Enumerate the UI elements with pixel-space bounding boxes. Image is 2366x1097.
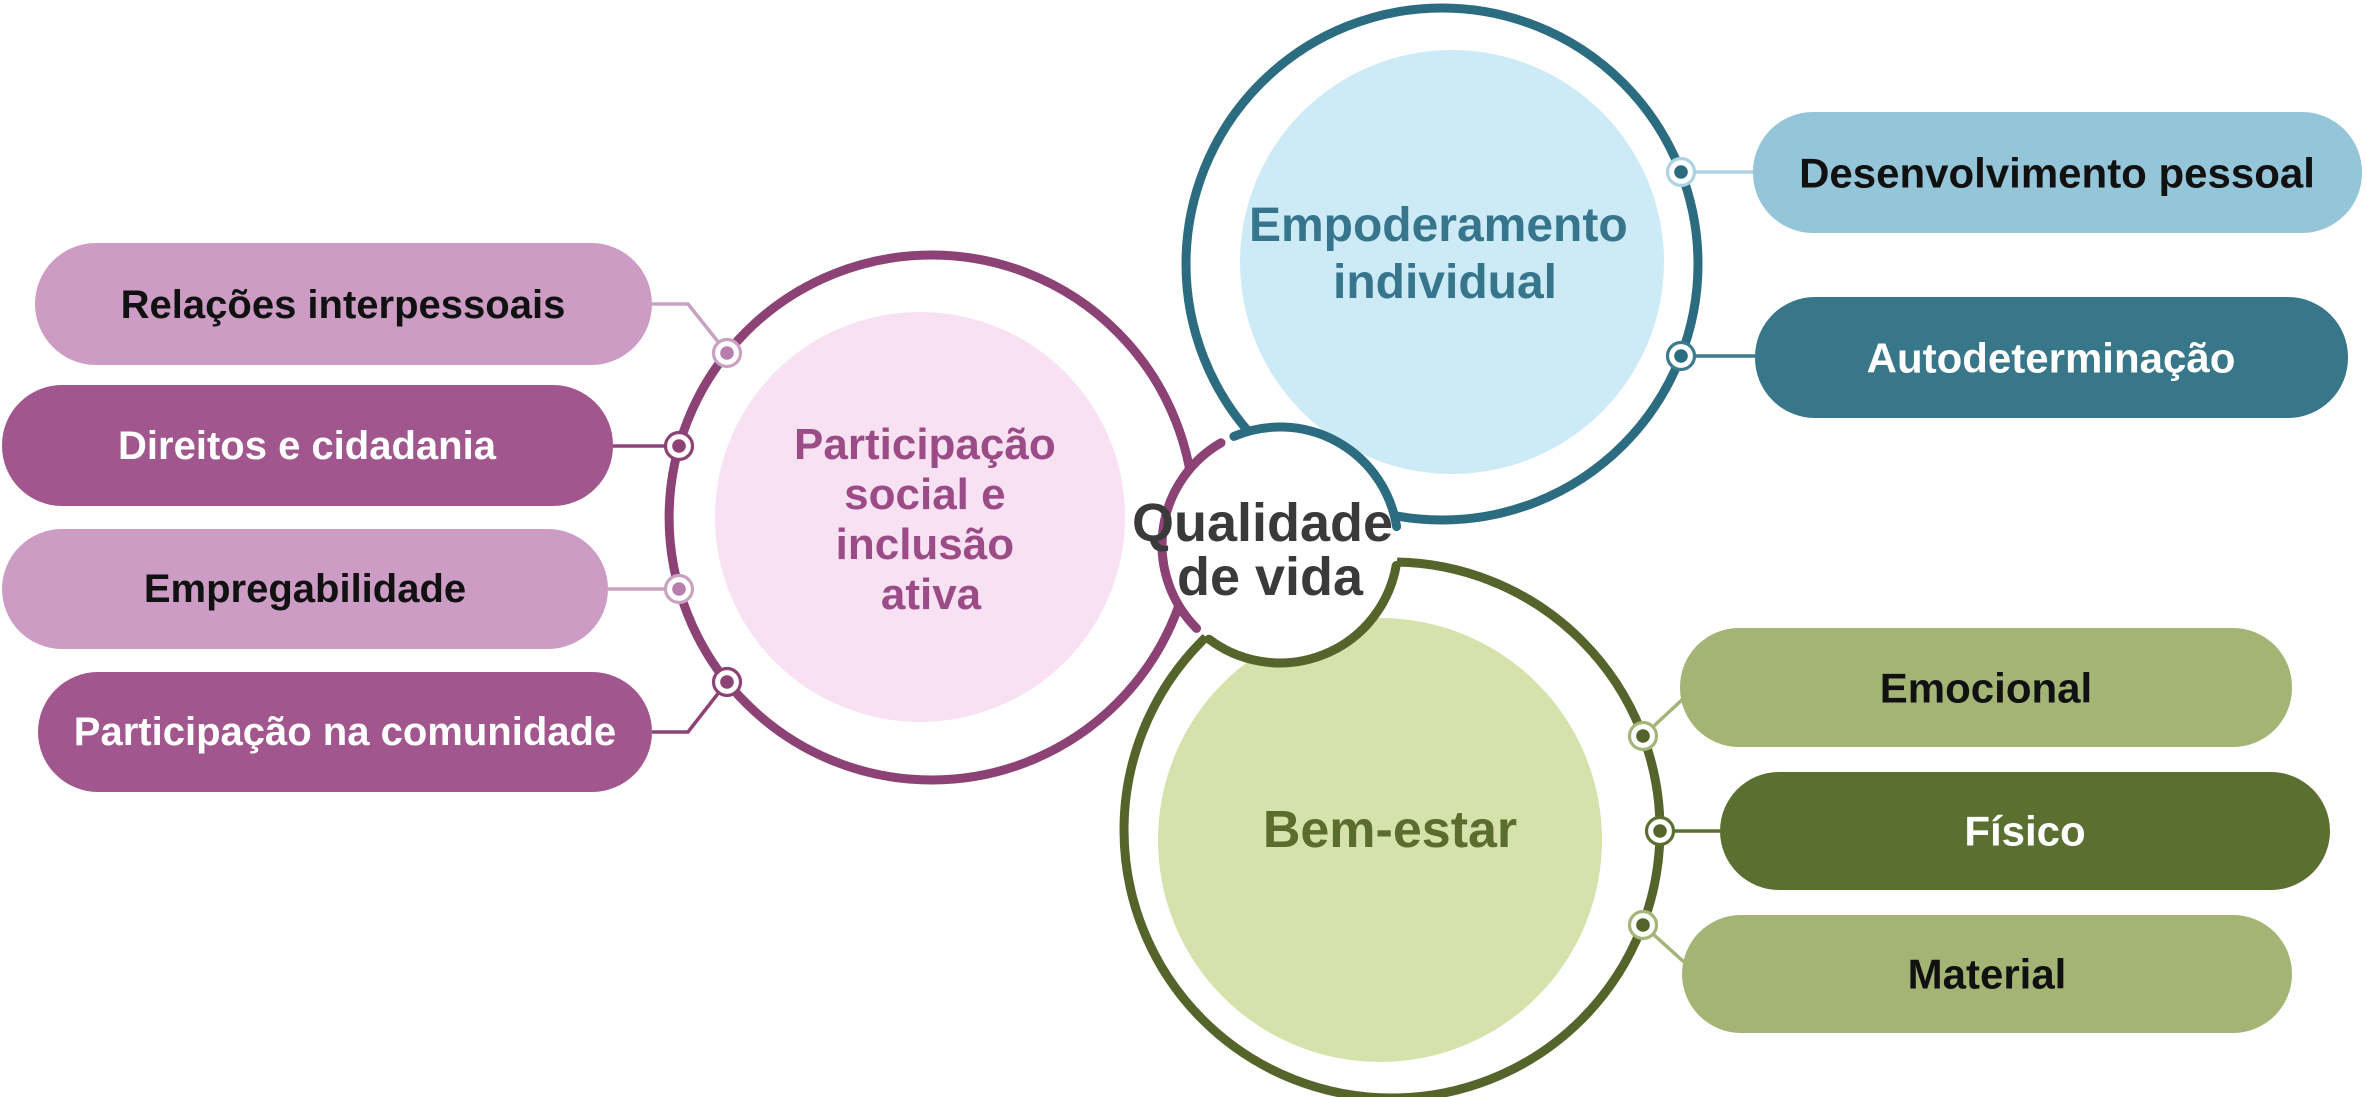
participacao-label: Participação social e inclusão ativa — [794, 420, 1068, 619]
node-dot-relacoes-inner — [720, 346, 734, 360]
pill-relacoes-shape — [35, 243, 652, 365]
node-dot-material-inner — [1636, 918, 1650, 932]
empoderamento-label: Empoderamento individual — [1249, 199, 1641, 309]
pill-desenvolvimento-shape — [1753, 112, 2362, 233]
pill-desenvolvimento-label: Desenvolvimento pessoal — [1799, 150, 2315, 197]
node-dot-emocional — [1627, 720, 1659, 752]
connector-comunidade — [652, 680, 729, 734]
pill-empregabilidade: Empregabilidade — [2, 529, 608, 649]
pill-emocional: Emocional — [1680, 628, 2292, 747]
pill-relacoes-label: Relações interpessoais — [121, 283, 566, 327]
node-dot-fisico-inner — [1653, 824, 1667, 838]
pill-autodeterminacao-label: Autodeterminação — [1867, 335, 2236, 382]
empoderamento-blob — [1240, 50, 1664, 474]
node-dot-desenvolvimento — [1665, 156, 1697, 188]
node-dot-empregabilidade-inner — [672, 582, 686, 596]
pill-material-label: Material — [1908, 951, 2067, 998]
node-dot-autodeterminacao-inner — [1674, 349, 1688, 363]
pill-material: Material — [1682, 915, 2292, 1033]
pill-empregabilidade-shape — [2, 529, 608, 649]
pill-comunidade-label: Participação na comunidade — [74, 710, 616, 754]
node-dot-autodeterminacao — [1665, 340, 1697, 372]
pill-emocional-label: Emocional — [1880, 665, 2092, 712]
participacao-blob — [715, 312, 1125, 722]
pill-direitos-label: Direitos e cidadania — [118, 424, 497, 468]
node-dot-fisico — [1644, 815, 1676, 847]
center-rim-arc-green — [1204, 561, 1401, 668]
pill-desenvolvimento-pessoal: Desenvolvimento pessoal — [1753, 112, 2362, 233]
node-dot-desenvolvimento-inner — [1674, 165, 1688, 179]
pill-fisico-label: Físico — [1964, 808, 2085, 855]
pill-autodeterminacao-shape — [1755, 297, 2348, 418]
pill-direitos-cidadania: Direitos e cidadania — [2, 385, 613, 506]
node-dot-empregabilidade — [663, 573, 695, 605]
node-dot-emocional-inner — [1636, 729, 1650, 743]
empoderamento-ring — [1181, 3, 1703, 525]
node-dot-direitos-inner — [672, 439, 686, 453]
connector-relacoes — [652, 302, 729, 355]
node-dot-comunidade — [711, 666, 743, 698]
pill-emocional-shape — [1680, 628, 2292, 747]
pill-comunidade-shape — [38, 672, 652, 792]
pill-autodeterminacao: Autodeterminação — [1755, 297, 2348, 418]
node-dot-relacoes — [711, 337, 743, 369]
bemestar-blob — [1158, 618, 1602, 1062]
pill-relacoes-interpessoais: Relações interpessoais — [35, 243, 652, 365]
pill-direitos-shape — [2, 385, 613, 506]
pill-fisico-shape — [1720, 772, 2330, 890]
node-dot-material — [1627, 909, 1659, 941]
pill-fisico: Físico — [1720, 772, 2330, 890]
pill-empregabilidade-label: Empregabilidade — [144, 567, 466, 611]
node-dot-comunidade-inner — [720, 675, 734, 689]
node-dot-direitos — [663, 430, 695, 462]
center-hub-circle — [1162, 427, 1398, 663]
bemestar-label: Bem-estar — [1263, 801, 1517, 859]
pill-participacao-comunidade: Participação na comunidade — [38, 672, 652, 792]
center-rim-arc-blue — [1229, 422, 1402, 532]
center-rim-arc-purple — [1157, 438, 1226, 633]
pill-material-shape — [1682, 915, 2292, 1033]
diagram-title: Qualidade de vida — [1132, 493, 1408, 607]
